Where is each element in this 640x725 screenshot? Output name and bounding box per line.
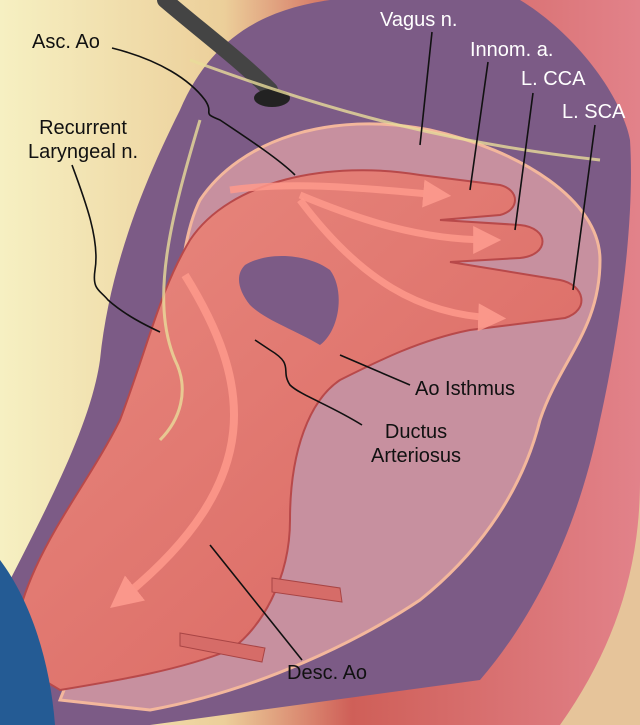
- leader-desc-ao: [209, 544, 303, 661]
- label-asc-ao: Asc. Ao: [32, 31, 100, 53]
- label-innom: Innom. a.: [470, 39, 554, 61]
- flow-arrow-innominate: [229, 179, 452, 208]
- label-ductus-line1: Ductus: [384, 421, 448, 443]
- label-desc-ao: Desc. Ao: [287, 662, 368, 684]
- label-recurrent-line1: Recurrent: [39, 117, 127, 139]
- background-tan: [560, 480, 640, 725]
- label-lcca: L. CCA: [521, 68, 586, 90]
- leader-ductus: [254, 339, 363, 426]
- vagus-nerve: [189, 58, 601, 162]
- leader-lsca: [572, 124, 596, 291]
- leader-isthmus: [339, 354, 411, 386]
- leader-innom: [469, 61, 489, 191]
- surgical-retractor: [157, 0, 278, 98]
- retractor-tip: [254, 89, 290, 107]
- leader-recurrent: [71, 164, 161, 333]
- flow-arrow-descending: [110, 272, 238, 609]
- leader-asc-ao: [111, 47, 296, 176]
- recurrent-laryngeal-nerve: [158, 119, 202, 442]
- aorta: [8, 169, 583, 692]
- flow-arrow-lsca: [297, 197, 507, 332]
- label-vagus: Vagus n.: [380, 9, 458, 31]
- pulmonary-structure: [0, 560, 55, 725]
- label-ductus-line2: Arteriosus: [370, 445, 462, 467]
- leader-lcca: [514, 92, 534, 231]
- intercostal-artery-2: [179, 632, 266, 663]
- label-recurrent-line2: Laryngeal n.: [27, 141, 139, 163]
- label-ao-isthmus: Ao Isthmus: [415, 378, 516, 400]
- label-ductus-arteriosus: Ductus Arteriosus: [362, 420, 470, 468]
- intercostal-artery-1: [271, 577, 343, 603]
- leader-vagus: [419, 31, 433, 146]
- label-lsca: L. SCA: [562, 101, 626, 123]
- flow-arrow-lcca: [298, 191, 502, 254]
- label-recurrent-laryngeal: Recurrent Laryngeal n.: [22, 116, 144, 164]
- leader-lines: [71, 31, 596, 661]
- aortic-window: [238, 255, 339, 345]
